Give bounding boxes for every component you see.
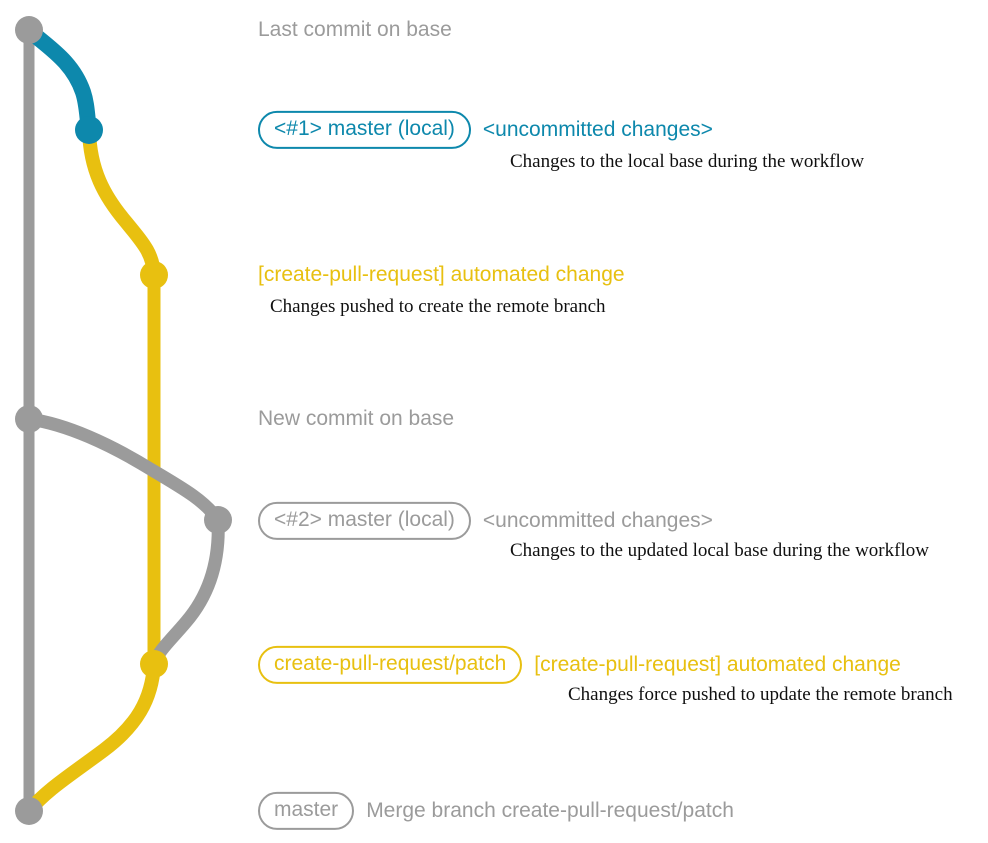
commit-headline: [create-pull-request] automated change	[258, 262, 625, 286]
commit-headline: Last commit on base	[258, 17, 452, 41]
commit-row-local-commit-1: <#1> master (local) <uncommitted changes…	[258, 110, 713, 150]
commit-headline: New commit on base	[258, 406, 455, 430]
branch-label-master-local-1[interactable]: <#1> master (local)	[258, 110, 471, 150]
edge-base-to-local1	[21, 22, 97, 138]
commit-row-local-commit-2: <#2> master (local) <uncommitted changes…	[258, 501, 713, 541]
commit-node-base-last[interactable]	[15, 16, 43, 44]
commit-headline: <uncommitted changes>	[482, 508, 713, 532]
commit-row-merge-commit: master Merge branch create-pull-request/…	[258, 791, 734, 831]
branch-label-create-pull-request-patch[interactable]: create-pull-request/patch	[258, 645, 523, 685]
commit-description: Changes to the updated local base during…	[510, 540, 929, 561]
commit-description: Changes pushed to create the remote bran…	[270, 296, 606, 317]
commit-headline: Merge branch create-pull-request/patch	[366, 798, 734, 822]
commit-node-local-2[interactable]	[204, 506, 232, 534]
commit-description: Changes force pushed to update the remot…	[568, 684, 953, 705]
branch-label-master[interactable]: master	[258, 791, 355, 831]
commit-row-last-commit-on-base: Last commit on base	[258, 18, 452, 42]
edge-remote2-to-merge	[22, 657, 161, 818]
edge-local2-to-remote2	[147, 513, 225, 671]
commit-node-remote-2[interactable]	[140, 650, 168, 678]
commit-node-local-1[interactable]	[75, 116, 103, 144]
branch-label-master-local-2[interactable]: <#2> master (local)	[258, 501, 471, 541]
commit-node-base-new[interactable]	[15, 405, 43, 433]
commit-row-remote-commit-2: create-pull-request/patch [create-pull-r…	[258, 645, 901, 685]
commit-node-base-merge[interactable]	[15, 797, 43, 825]
commit-node-remote-1[interactable]	[140, 261, 168, 289]
commit-description: Changes to the local base during the wor…	[510, 151, 865, 172]
commit-headline: [create-pull-request] automated change	[534, 652, 901, 676]
edge-local1-to-remote1	[82, 123, 161, 282]
commit-row-remote-commit-1: [create-pull-request] automated change	[258, 263, 625, 287]
commit-row-new-commit-on-base: New commit on base	[258, 407, 454, 431]
edge-basenew-to-local2	[22, 412, 225, 527]
commit-headline: <uncommitted changes>	[482, 117, 713, 141]
